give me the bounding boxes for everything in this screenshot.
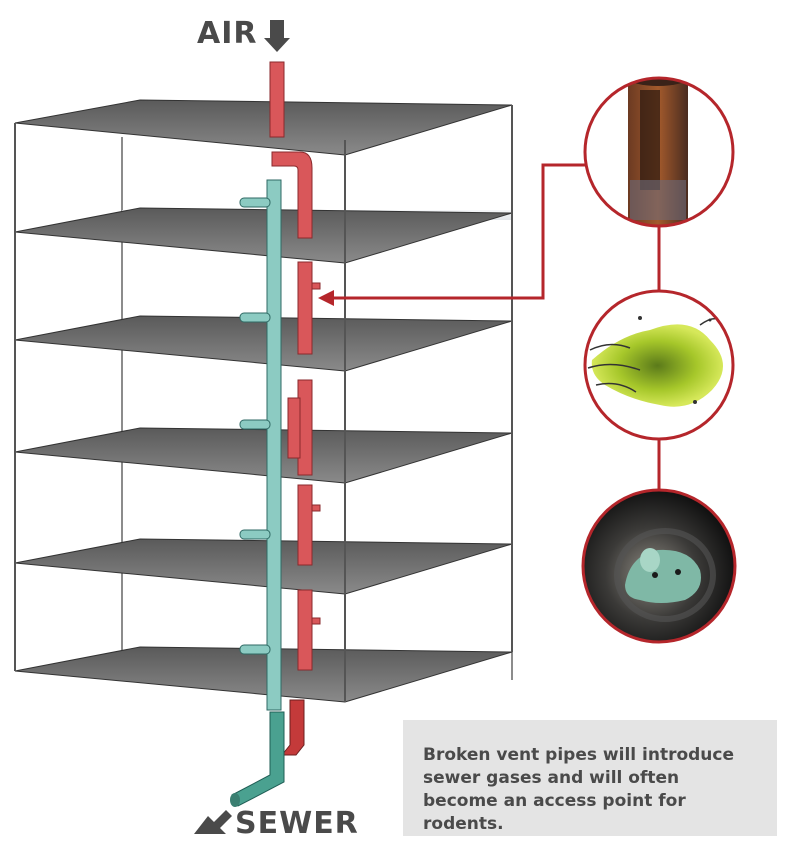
rusted-pipe-icon <box>583 76 735 228</box>
air-label: AIR <box>197 16 258 51</box>
sewer-label: SEWER <box>235 806 359 841</box>
caption-box: Broken vent pipes will introduce sewer g… <box>403 720 777 836</box>
callout-arrowhead-icon <box>318 290 334 306</box>
sewer-outlet-pipes <box>230 699 305 807</box>
vent-pipe <box>269 61 321 671</box>
building-front-frame <box>14 105 513 702</box>
rodent-in-pipe-icon <box>581 488 737 644</box>
drain-pipe <box>239 179 282 711</box>
sewer-arrow-icon <box>194 810 232 834</box>
sewer-gas-cloud-icon <box>583 289 735 441</box>
floor-slabs <box>14 99 513 703</box>
air-down-arrow-icon <box>264 20 290 52</box>
building-frame <box>121 105 513 680</box>
caption-text: Broken vent pipes will introduce sewer g… <box>423 745 735 834</box>
callout-connector <box>330 163 661 490</box>
